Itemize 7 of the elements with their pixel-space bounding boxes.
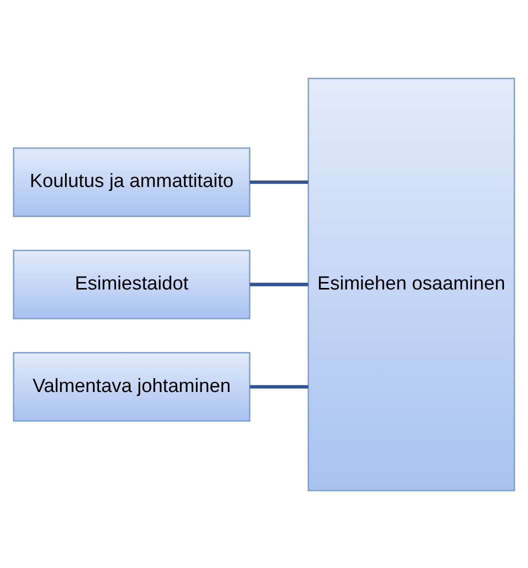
- connector: [250, 384, 308, 388]
- node-box: Esimiehen osaaminen: [308, 77, 516, 491]
- node-box: Valmentava johtaminen: [12, 352, 250, 422]
- connector: [250, 180, 308, 184]
- node-box: Koulutus ja ammattitaito: [12, 146, 250, 216]
- connector: [250, 282, 308, 286]
- node-box: Esimiestaidot: [12, 249, 250, 319]
